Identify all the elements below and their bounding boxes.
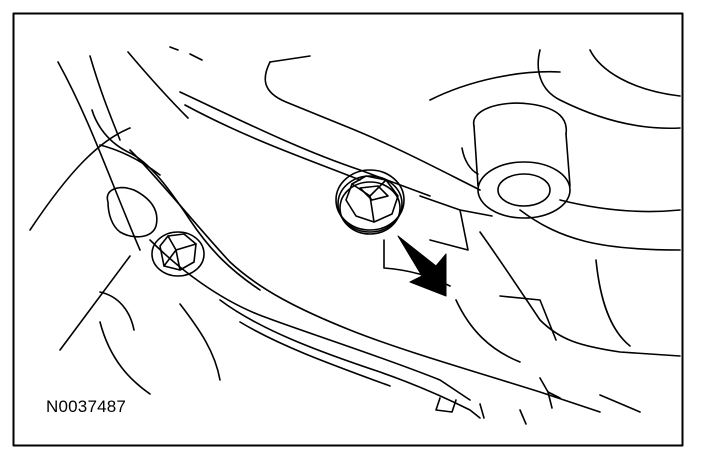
pointer-arrow — [397, 235, 447, 297]
figure-border — [12, 12, 684, 447]
figure-id-label: N0037487 — [46, 397, 127, 416]
housing-outline — [29, 46, 681, 425]
hex-bolt — [151, 231, 205, 277]
drain-plug — [335, 169, 405, 235]
left-lug — [106, 186, 158, 238]
cylindrical-boss — [461, 102, 571, 219]
